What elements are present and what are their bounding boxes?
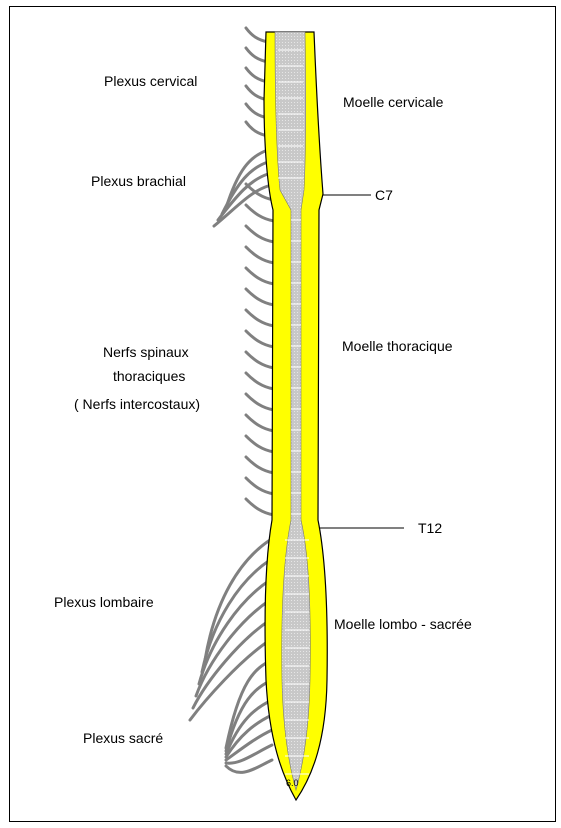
thoracic-nerve [246,457,274,473]
thoracic-nerve [246,373,274,389]
label-nerfs-line1: Nerfs spinaux [103,344,189,360]
thoracic-nerve [246,499,274,515]
label-plexus-lombaire: Plexus lombaire [54,594,154,610]
thoracic-nerve [246,352,274,368]
label-plexus-sacre: Plexus sacré [83,730,163,746]
label-plexus-cervical: Plexus cervical [104,73,197,89]
thoracic-nerve [246,415,274,431]
label-nerfs-line3: ( Nerfs intercostaux) [74,396,200,412]
label-moelle-lombo-sacree: Moelle lombo - sacrée [334,616,472,632]
marker-c7: C7 [375,187,393,203]
label-moelle-cervicale: Moelle cervicale [343,94,444,110]
thoracic-nerve [246,331,274,347]
label-nerfs-line2: thoraciques [113,368,185,384]
cervical-nerve [246,28,268,42]
thoracic-nerve [246,436,274,452]
tip-label: 6.0 [286,778,299,788]
thoracic-nerve [246,226,274,242]
thoracic-nerve [246,289,274,305]
thoracic-nerve [246,478,274,494]
label-moelle-thoracique: Moelle thoracique [342,338,453,354]
thoracic-nerve [246,268,274,284]
thoracic-nerve [246,205,274,221]
thoracic-nerve [246,394,274,410]
label-plexus-brachial: Plexus brachial [91,173,186,189]
nerve-roots [190,28,274,772]
thoracic-nerve [246,247,274,263]
thoracic-nerve [246,310,274,326]
marker-t12: T12 [418,520,442,536]
